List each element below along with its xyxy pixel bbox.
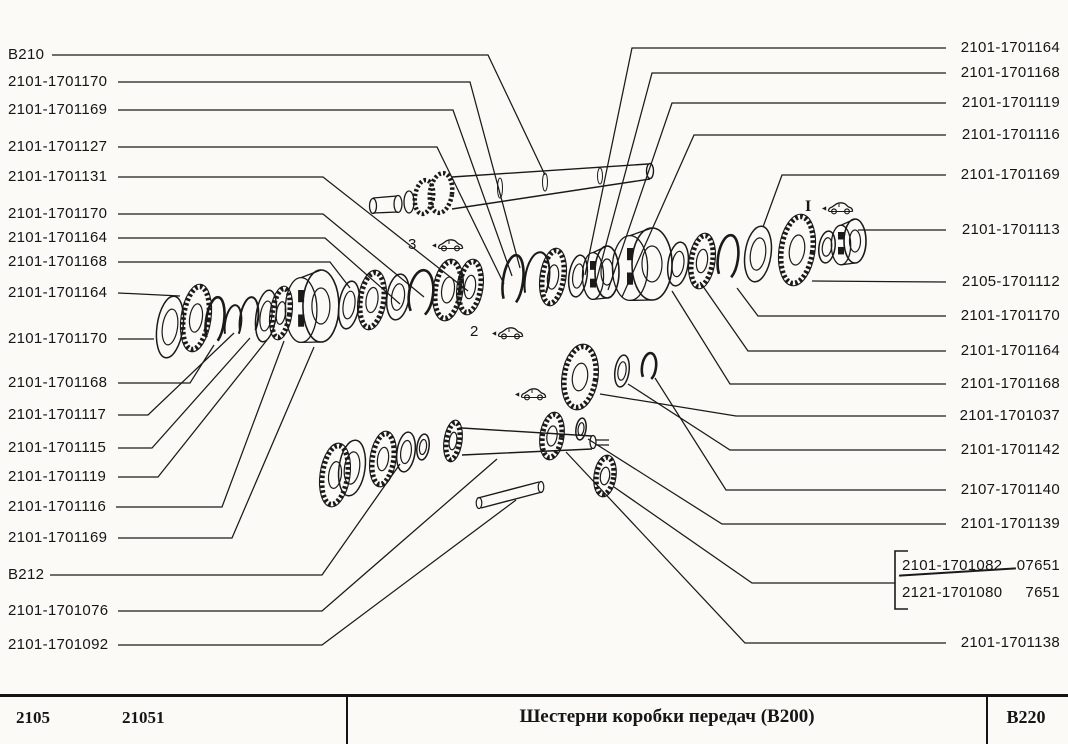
- part-number-label: 2101-1701119: [961, 94, 1060, 111]
- part-number-label: 2101-1701168: [8, 253, 108, 270]
- part-number-label: 2101-1701170: [960, 307, 1060, 324]
- part-number-label: 2107-1701140: [960, 481, 1060, 498]
- part-number-label: 2101-1701037: [959, 407, 1060, 424]
- part-number-label: 2101-1701138: [960, 634, 1060, 651]
- sheet-code: В220: [1006, 707, 1046, 727]
- applicability-marker-3: 3: [408, 236, 417, 253]
- part-number-label: 2101-1701169: [8, 529, 108, 546]
- section-title: Шестерни коробки передач (В200): [519, 706, 815, 727]
- part-number-label: 2101-1701092: [8, 636, 109, 653]
- part-number-label: 2101-1701116: [961, 126, 1060, 143]
- part-number-label: 2101-1701164: [960, 39, 1060, 56]
- part-number-label: 2101-1701164: [8, 284, 108, 301]
- part-number-label: 2101-1701119: [8, 468, 107, 485]
- part-number-label: B210: [8, 46, 45, 63]
- part-number-label: 2101-1701139: [960, 515, 1060, 532]
- part-number-label: 2101-1701164: [960, 342, 1060, 359]
- car-icon: [432, 239, 464, 252]
- part-number-label: 2101-1701168: [960, 375, 1060, 392]
- part-number-label: 2101-1701169: [960, 166, 1060, 183]
- table-divider: [986, 697, 988, 744]
- bracket: [894, 550, 908, 610]
- part-number-label: 2101-1701168: [8, 374, 108, 391]
- part-number-label: 2101-1701164: [8, 229, 108, 246]
- car-icon: [492, 327, 524, 340]
- reference-code: 07651: [1016, 557, 1060, 574]
- part-number-label: 2101-1701127: [8, 138, 108, 155]
- part-number-label: 2101-1701142: [960, 441, 1060, 458]
- input-shaft: [368, 162, 655, 217]
- part-number-label: 2101-1701168: [960, 64, 1060, 81]
- part-number-label: 2101-1701131: [8, 168, 108, 185]
- part-number-label: B212: [8, 566, 45, 583]
- part-number-label: 2105-1701112: [961, 273, 1060, 290]
- part-number-label: 2101-1701116: [8, 498, 107, 515]
- applicability-marker-I: I: [805, 198, 812, 215]
- mainshaft-gear-train: [155, 213, 867, 359]
- part-number-label: 2101-1701170: [8, 205, 108, 222]
- part-number-label: 2101-1701170: [8, 73, 108, 90]
- model-code-primary: 2105: [16, 708, 50, 727]
- applicability-marker-2: 2: [470, 323, 479, 340]
- part-number-label: 2101-1701076: [8, 602, 109, 619]
- footer-table: 2105 21051 Шестерни коробки передач (В20…: [0, 694, 1068, 744]
- table-divider: [346, 697, 348, 744]
- reference-code: 7651: [1025, 584, 1060, 601]
- model-code-secondary: 21051: [122, 708, 165, 727]
- reverse-idler-pin: [475, 480, 545, 510]
- part-number-label: 2101-1701117: [8, 406, 107, 423]
- part-number-label: 2101-1701169: [8, 101, 108, 118]
- car-icon: [822, 202, 854, 215]
- part-number-replacement: 2121-1701080: [902, 584, 1003, 601]
- countershaft-cluster: [318, 343, 658, 508]
- car-icon: [515, 388, 547, 401]
- part-number-label: 2101-1701170: [8, 330, 108, 347]
- part-number-label: 2101-1701115: [8, 439, 107, 456]
- part-number-label: 2101-1701113: [961, 221, 1060, 238]
- bracket-row-replacement: 2121-1701080 7651: [902, 583, 1060, 602]
